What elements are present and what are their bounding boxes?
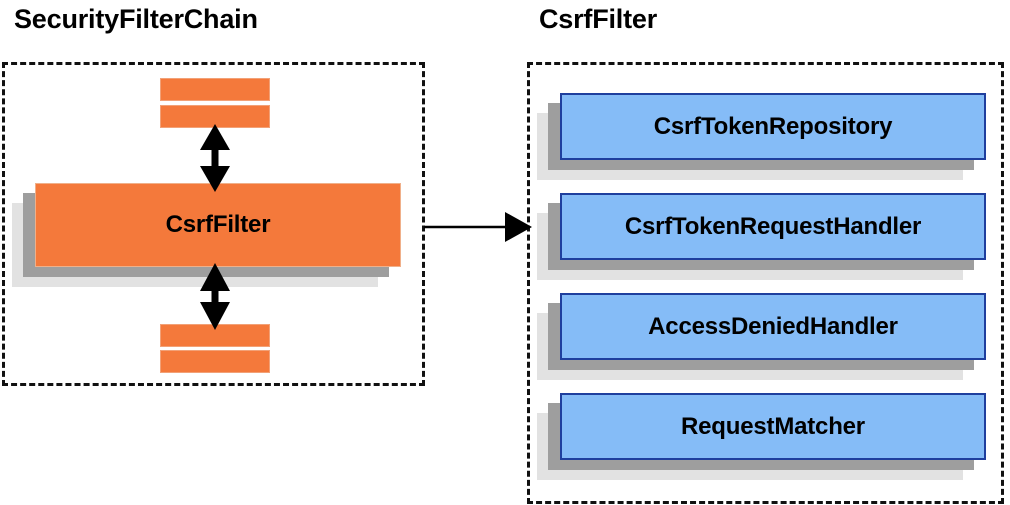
csrf-filter-box-label: CsrfFilter (165, 211, 271, 238)
csrf-filter-panel (527, 62, 1004, 504)
component-box-label: AccessDeniedHandler (648, 312, 898, 340)
component-box-csrf-token-request-handler[interactable]: CsrfTokenRequestHandler (537, 193, 986, 280)
component-box-face: CsrfTokenRequestHandler (560, 193, 986, 260)
component-box-face: CsrfTokenRepository (560, 93, 986, 160)
csrf-filter-box[interactable]: CsrfFilter (12, 183, 401, 287)
component-box-access-denied-handler[interactable]: AccessDeniedHandler (537, 293, 986, 380)
component-box-csrf-token-repository[interactable]: CsrfTokenRepository (537, 93, 986, 180)
component-box-request-matcher[interactable]: RequestMatcher (537, 393, 986, 480)
page-title-csrf-filter: CsrfFilter (539, 4, 658, 34)
filter-stub-upper-1 (160, 78, 270, 101)
component-box-face: RequestMatcher (560, 393, 986, 460)
component-box-label: RequestMatcher (681, 412, 865, 440)
csrf-filter-box-face: CsrfFilter (35, 183, 401, 267)
component-box-label: CsrfTokenRepository (653, 112, 893, 140)
security-filter-chain-panel (2, 62, 425, 386)
filter-stub-upper-2 (160, 105, 270, 128)
filter-stub-lower-2 (160, 350, 270, 373)
component-box-face: AccessDeniedHandler (560, 293, 986, 360)
expansion-arrow-icon (424, 212, 532, 242)
component-box-label: CsrfTokenRequestHandler (624, 212, 922, 240)
filter-stub-lower-1 (160, 324, 270, 347)
page-title-security-filter-chain: SecurityFilterChain (14, 4, 258, 34)
